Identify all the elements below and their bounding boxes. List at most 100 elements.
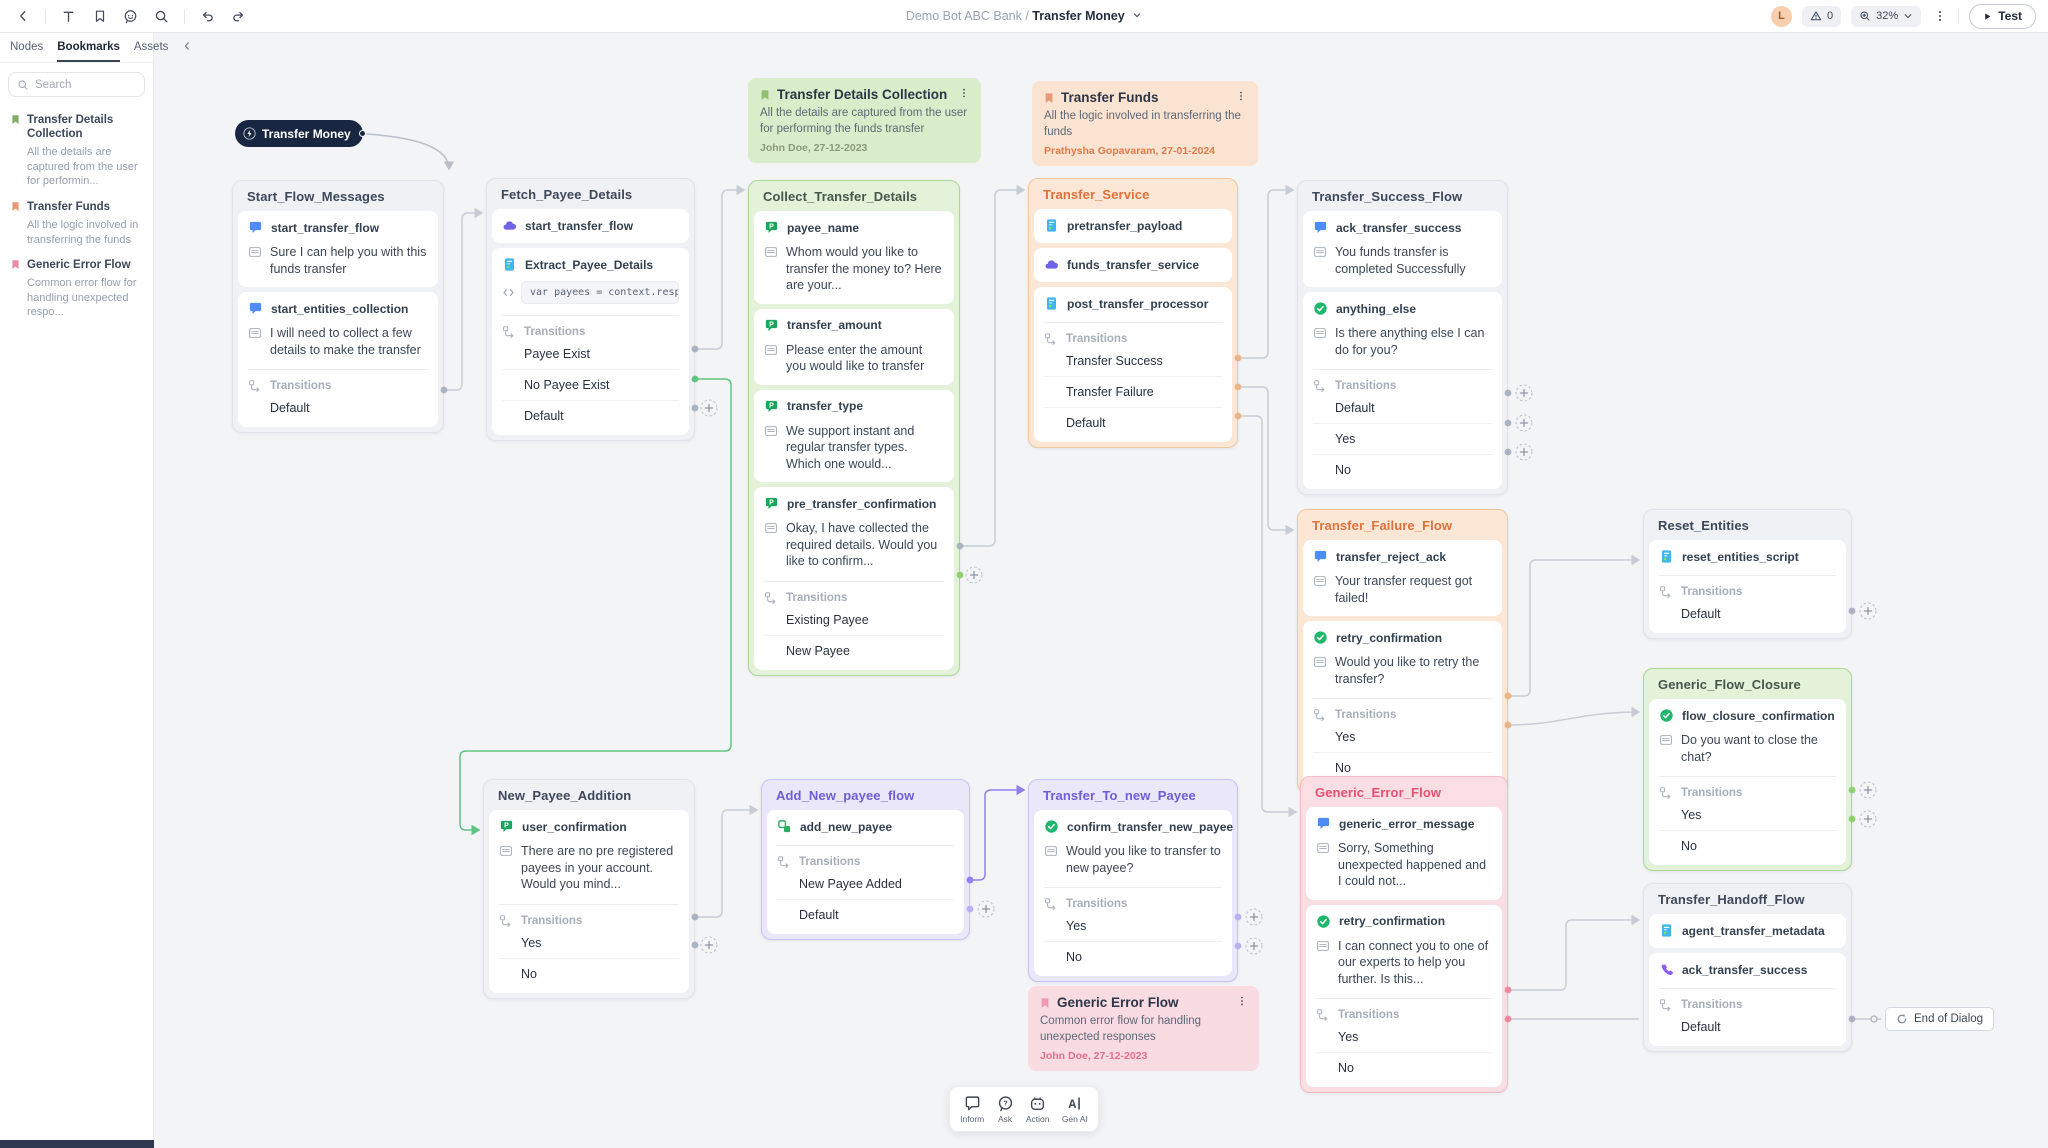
- avatar[interactable]: L: [1771, 5, 1793, 27]
- transition-option[interactable]: Default: [1066, 416, 1106, 430]
- transition-option[interactable]: Default: [524, 409, 564, 423]
- transition-option[interactable]: New Payee: [786, 643, 850, 658]
- transition-option[interactable]: New Payee Added: [777, 869, 954, 900]
- warnings-badge[interactable]: 0: [1802, 5, 1842, 27]
- node-section[interactable]: agent_transfer_metadata: [1649, 914, 1846, 948]
- sidebar-collapse-icon[interactable]: [182, 41, 192, 54]
- transition-option[interactable]: Payee Exist: [502, 339, 679, 370]
- transition-option[interactable]: No: [1338, 1061, 1354, 1075]
- node-section[interactable]: funds_transfer_service: [1034, 248, 1232, 282]
- add-transition-button[interactable]: [1859, 810, 1877, 828]
- step-row[interactable]: anything_else: [1313, 301, 1492, 316]
- transition-option[interactable]: Default: [799, 908, 839, 922]
- back-icon[interactable]: [14, 8, 31, 25]
- transition-option[interactable]: No Payee Exist: [502, 370, 679, 401]
- bookmark-icon[interactable]: [91, 8, 108, 25]
- transition-option[interactable]: Yes: [1659, 800, 1836, 831]
- node-section[interactable]: start_transfer_flow: [492, 209, 689, 243]
- kebab-menu-icon[interactable]: [1931, 8, 1948, 25]
- step-row[interactable]: agent_transfer_metadata: [1659, 923, 1836, 938]
- transition-option[interactable]: Yes: [1313, 722, 1492, 753]
- toolbar-item-ask[interactable]: ?Ask: [997, 1095, 1014, 1124]
- transition-option[interactable]: No: [521, 966, 537, 981]
- add-transition-button[interactable]: [700, 936, 718, 954]
- step-row[interactable]: ack_transfer_success: [1313, 220, 1492, 235]
- search-input[interactable]: [35, 78, 136, 91]
- step-row[interactable]: start_entities_collection: [248, 301, 428, 316]
- kebab-menu-icon[interactable]: [958, 87, 970, 102]
- tab-bookmarks[interactable]: Bookmarks: [57, 33, 120, 62]
- add-transition-button[interactable]: [1859, 781, 1877, 799]
- add-transition-button[interactable]: [1245, 937, 1263, 955]
- add-transition-button[interactable]: [1859, 602, 1877, 620]
- transition-option[interactable]: Default: [1681, 1020, 1721, 1034]
- tab-assets[interactable]: Assets: [133, 40, 169, 53]
- step-row[interactable]: ack_transfer_success: [1659, 962, 1836, 977]
- tab-nodes[interactable]: Nodes: [10, 40, 44, 53]
- add-transition-button[interactable]: [965, 566, 983, 584]
- step-row[interactable]: post_transfer_processor: [1044, 296, 1222, 311]
- step-row[interactable]: transfer_reject_ack: [1313, 549, 1492, 564]
- breadcrumb-current[interactable]: Transfer Money: [1032, 9, 1125, 23]
- transition-option[interactable]: Yes: [499, 928, 679, 959]
- undo-icon[interactable]: [199, 8, 216, 25]
- add-transition-button[interactable]: [1515, 384, 1533, 402]
- add-transition-button[interactable]: [1245, 908, 1263, 926]
- transition-option[interactable]: No: [1335, 761, 1351, 775]
- search-icon[interactable]: [153, 8, 170, 25]
- kebab-menu-icon[interactable]: [1235, 90, 1247, 105]
- step-row[interactable]: retry_confirmation: [1313, 630, 1492, 645]
- breadcrumb-root[interactable]: Demo Bot ABC Bank: [905, 9, 1022, 23]
- step-row[interactable]: start_transfer_flow: [502, 218, 679, 233]
- transition-option[interactable]: Default: [1313, 393, 1492, 424]
- text-tool-icon[interactable]: [60, 8, 77, 25]
- transition-option[interactable]: Yes: [1313, 424, 1492, 455]
- transition-option[interactable]: No: [1066, 950, 1082, 964]
- transition-option[interactable]: No: [1335, 463, 1351, 477]
- step-row[interactable]: funds_transfer_service: [1044, 257, 1222, 272]
- transition-option[interactable]: Existing Payee: [764, 605, 944, 636]
- transition-option[interactable]: Transfer Success: [1044, 346, 1222, 377]
- add-transition-button[interactable]: [1515, 414, 1533, 432]
- redo-icon[interactable]: [230, 8, 247, 25]
- transition-option[interactable]: No: [1681, 839, 1697, 853]
- step-row[interactable]: start_transfer_flow: [248, 220, 428, 235]
- toolbar-item-action[interactable]: Action: [1026, 1095, 1050, 1124]
- step-row[interactable]: pretransfer_payload: [1044, 218, 1222, 233]
